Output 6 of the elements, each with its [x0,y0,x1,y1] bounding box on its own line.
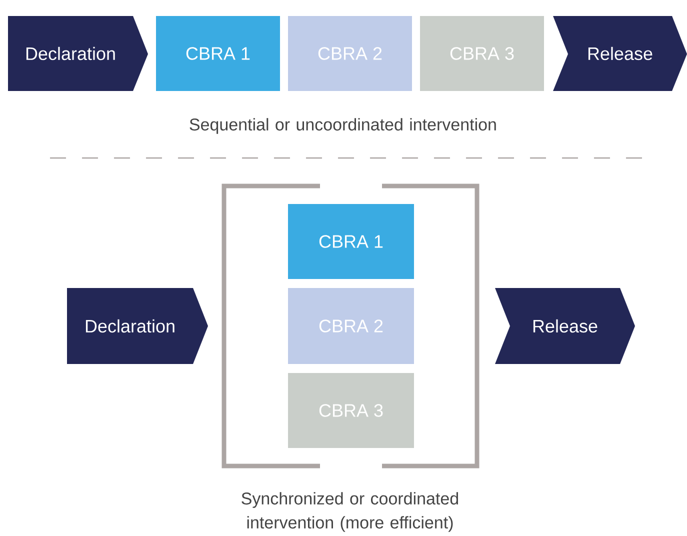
caption-text: Synchronized or coordinated intervention (more efficient) [242,492,458,532]
process-box: CBRA 2 [288,16,412,91]
caption-text: Sequential or uncoordinated intervention [190,118,496,134]
process-box: CBRA 2 [288,288,414,364]
process-box: CBRA 1 [156,16,280,91]
process-box: CBRA 1 [288,204,414,279]
